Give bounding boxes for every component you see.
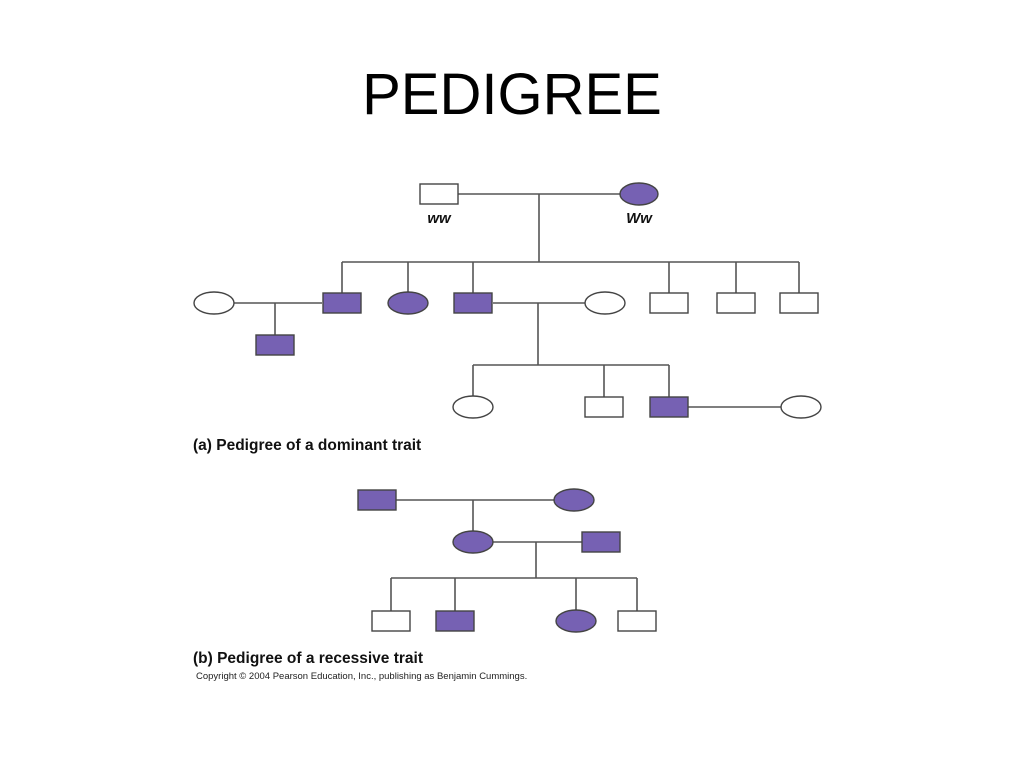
a-gen3-granddaughter [452,395,494,419]
pedigree-b-lines [390,499,638,611]
a-gen2-son-4 [716,292,756,314]
a-gen2-son-2 [453,292,493,314]
a-gen3-grandson-left [255,334,295,356]
b-gen2-daughter [452,530,494,554]
a-gen2-daughter [387,291,429,315]
a-gen2-spouse-right [584,291,626,315]
a-caption: (a) Pedigree of a dominant trait [193,437,421,454]
pedigree-a: ww Ww (a) Pedigree of a dominant trait [193,182,822,454]
pedigree-a-lines [234,193,800,408]
a-gen3-spouse [780,395,822,419]
a-mother-genotype: Ww [626,210,653,227]
a-gen2-son-3 [649,292,689,314]
a-gen2-son-1 [322,292,362,314]
b-gen3-son-2 [435,610,475,632]
a-father-genotype: ww [427,210,452,227]
b-gen3-son-1 [371,610,411,632]
pedigree-b: (b) Pedigree of a recessive trait [193,488,657,667]
a-gen2-spouse-left [193,291,235,315]
b-gen3-daughter [555,609,597,633]
a-gen3-grandson-2 [649,396,689,418]
a-gen1-father [419,183,459,205]
a-gen2-son-5 [779,292,819,314]
copyright-notice: Copyright © 2004 Pearson Education, Inc.… [196,671,527,682]
a-gen3-grandson-1 [584,396,624,418]
pedigree-b-individuals [357,488,657,633]
b-gen2-spouse [581,531,621,553]
b-caption: (b) Pedigree of a recessive trait [193,650,423,667]
a-gen1-mother [619,182,659,206]
b-gen1-father [357,489,397,511]
slide-title: PEDIGREE [362,62,662,127]
pedigree-a-individuals [193,182,822,419]
b-gen3-son-3 [617,610,657,632]
b-gen1-mother [553,488,595,512]
